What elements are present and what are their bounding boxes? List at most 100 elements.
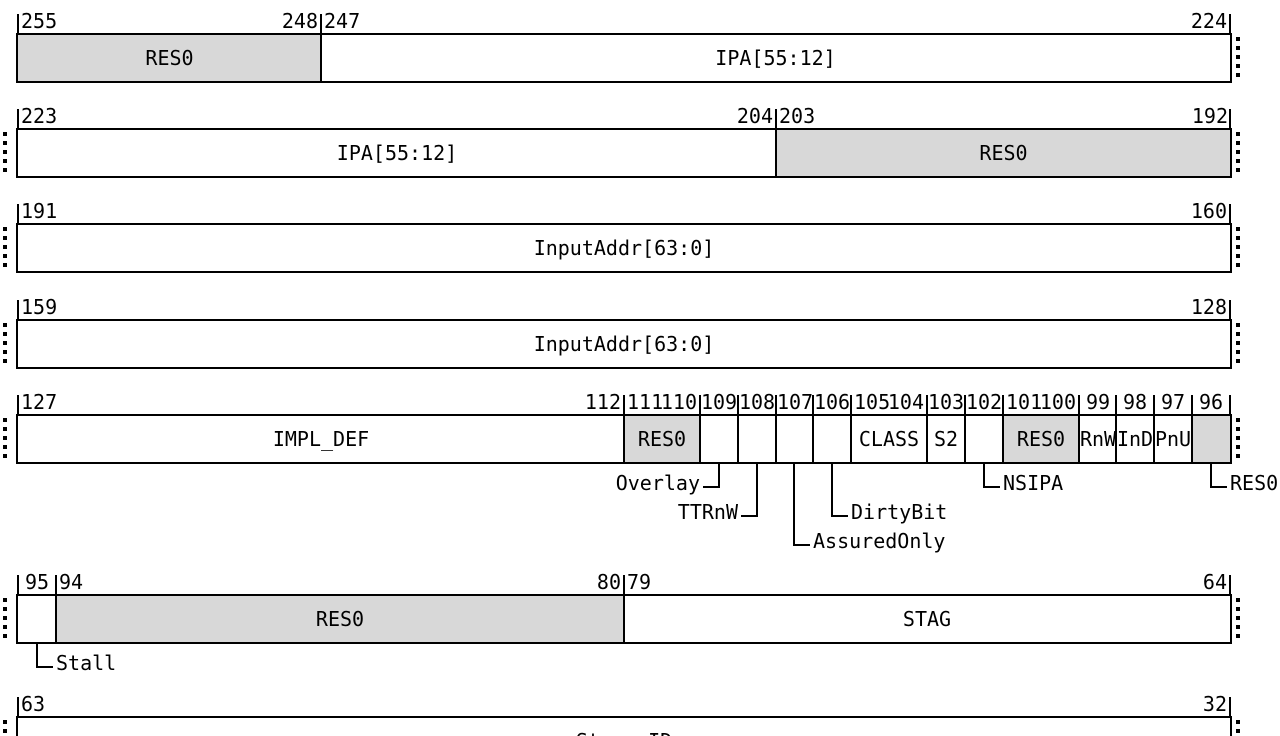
- bit-number-low: 248: [281, 9, 318, 33]
- callout-label: Overlay: [615, 471, 700, 495]
- field-divider: [1002, 416, 1004, 462]
- bit-number: 99: [1085, 390, 1111, 414]
- field-label: RES0: [979, 141, 1028, 165]
- field-label: PnU: [1154, 427, 1192, 451]
- bit-number-high: 223: [21, 104, 58, 128]
- continuation-dashes-left: [3, 227, 7, 271]
- bit-boundary-tick: [320, 14, 322, 33]
- bit-number: 103: [927, 390, 965, 414]
- bit-number-low: 160: [1190, 199, 1227, 223]
- bit-number: 102: [965, 390, 1003, 414]
- field-label: IPA[55:12]: [715, 46, 836, 70]
- callout-label: NSIPA: [1003, 471, 1064, 495]
- field-divider: [623, 416, 625, 462]
- bit-number-low: 110: [660, 390, 697, 414]
- callout-label: AssuredOnly: [813, 529, 946, 553]
- bit-number-low: 80: [596, 570, 621, 594]
- bit-boundary-tick: [1229, 204, 1231, 223]
- field-divider: [775, 130, 777, 176]
- field-label: IPA[55:12]: [336, 141, 458, 165]
- continuation-dashes-left: [3, 598, 7, 642]
- bit-number-low: 192: [1191, 104, 1228, 128]
- field-label: InD: [1116, 427, 1154, 451]
- field-label: InputAddr[63:0]: [533, 236, 715, 260]
- bit-boundary-tick: [55, 575, 57, 594]
- bit-boundary-tick: [1229, 109, 1231, 128]
- field-label: S2: [933, 427, 959, 451]
- bit-number: 96: [1198, 390, 1224, 414]
- bit-number: 106: [813, 390, 851, 414]
- bit-boundary-tick: [964, 395, 966, 414]
- bit-boundary-tick: [17, 575, 19, 594]
- callout-line-horizontal: [795, 544, 810, 546]
- field-label: StreamID: [18, 718, 1230, 736]
- field-divider: [55, 596, 57, 642]
- bit-number-high: 111: [627, 390, 664, 414]
- continuation-dashes-left: [3, 132, 7, 176]
- bit-number-high: 105: [854, 390, 891, 414]
- callout-line-vertical: [1210, 464, 1212, 488]
- field-divider: [1153, 416, 1155, 462]
- bit-boundary-tick: [1229, 575, 1231, 594]
- field-divider: [964, 416, 966, 462]
- bit-number-low: 128: [1190, 295, 1227, 319]
- field-divider: [926, 416, 928, 462]
- bit-boundary-tick: [623, 395, 625, 414]
- bit-number-low: 204: [736, 104, 773, 128]
- bit-number: 98: [1122, 390, 1148, 414]
- callout-label: DirtyBit: [851, 500, 948, 524]
- field-label: RES0: [315, 607, 365, 631]
- row-box: [16, 716, 1232, 736]
- callout-line-vertical: [831, 464, 833, 517]
- bit-number-low: 104: [887, 390, 924, 414]
- bit-number-high: 79: [627, 570, 652, 594]
- bit-boundary-tick: [1229, 300, 1231, 319]
- continuation-dashes-left: [3, 418, 7, 462]
- field-label: CLASS: [858, 427, 920, 451]
- bit-boundary-tick: [17, 300, 19, 319]
- bit-boundary-tick: [812, 395, 814, 414]
- callout-label: TTRnW: [677, 500, 738, 524]
- callout-line-vertical: [36, 644, 38, 668]
- row-box: [16, 223, 1232, 273]
- field-divider: [775, 416, 777, 462]
- bit-boundary-tick: [1229, 14, 1231, 33]
- bit-number: 109: [700, 390, 738, 414]
- bit-boundary-tick: [699, 395, 701, 414]
- bit-number-high: 94: [59, 570, 84, 594]
- callout-line-horizontal: [703, 486, 718, 488]
- callout-line-vertical: [983, 464, 985, 488]
- continuation-dashes-left: [3, 323, 7, 367]
- bit-boundary-tick: [1229, 395, 1231, 414]
- bit-number-high: 159: [21, 295, 58, 319]
- field-divider: [850, 416, 852, 462]
- callout-line-horizontal: [985, 486, 1000, 488]
- bit-boundary-tick: [775, 395, 777, 414]
- callout-line-vertical: [793, 464, 795, 546]
- bit-boundary-tick: [623, 575, 625, 594]
- field-divider: [812, 416, 814, 462]
- continuation-dashes-right: [1236, 323, 1240, 367]
- field-label: RnW: [1079, 427, 1117, 451]
- bit-number: 108: [738, 390, 776, 414]
- bit-boundary-tick: [17, 395, 19, 414]
- bit-boundary-tick: [1115, 395, 1117, 414]
- bit-number-high: 247: [324, 9, 361, 33]
- bit-boundary-tick: [1229, 697, 1231, 716]
- callout-line-horizontal: [833, 515, 848, 517]
- bit-boundary-tick: [737, 395, 739, 414]
- field-cell-shaded: [18, 35, 321, 81]
- bit-number-low: 100: [1039, 390, 1076, 414]
- bit-number-low: 32: [1202, 692, 1227, 716]
- bit-boundary-tick: [1191, 395, 1193, 414]
- continuation-dashes-right: [1236, 598, 1240, 642]
- bit-boundary-tick: [1078, 395, 1080, 414]
- callout-label: RES0: [1230, 471, 1279, 495]
- field-cell-shaded: [56, 596, 624, 642]
- bit-boundary-tick: [17, 109, 19, 128]
- bit-boundary-tick: [17, 14, 19, 33]
- field-label: STAG: [902, 607, 952, 631]
- continuation-dashes-right: [1236, 132, 1240, 176]
- continuation-dashes-right: [1236, 418, 1240, 462]
- bit-number-high: 191: [21, 199, 58, 223]
